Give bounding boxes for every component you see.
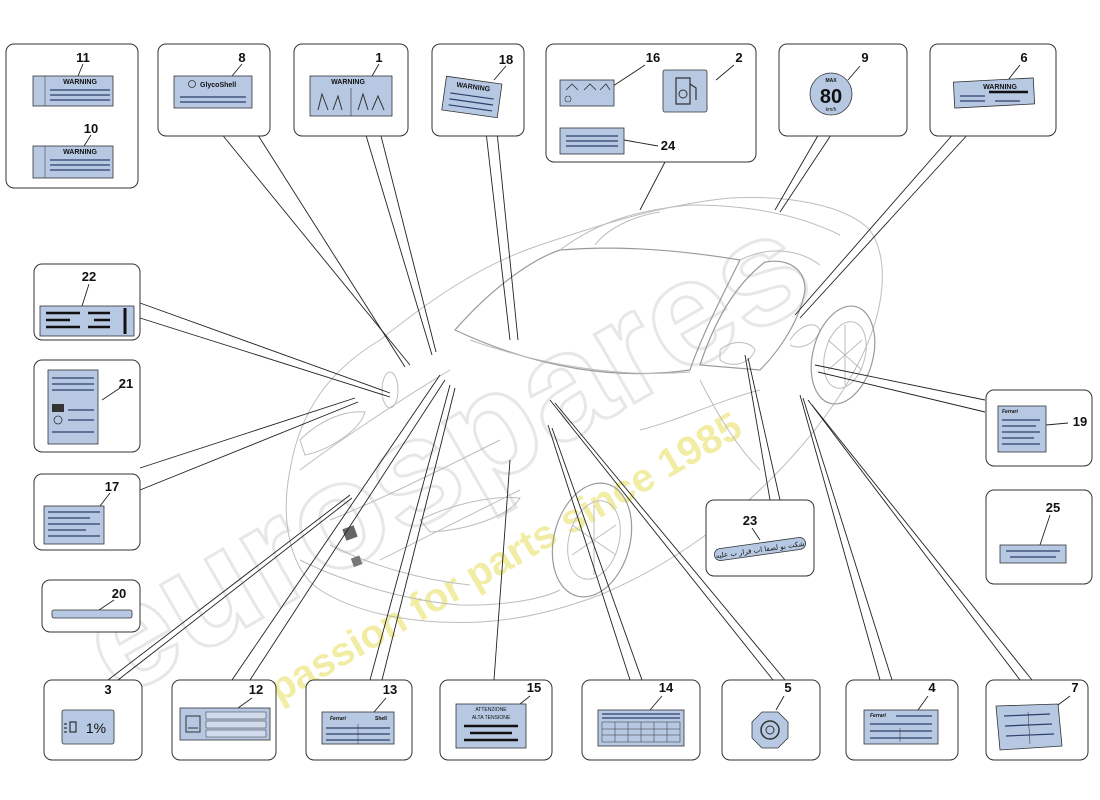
- label-18-text: WARNING: [456, 82, 491, 94]
- headlight-label: [61, 709, 115, 745]
- callout-number-19: 19: [1073, 414, 1087, 429]
- attenzione-line1: ATTENZIONE: [475, 707, 507, 713]
- label-11-text: WARNING: [63, 79, 97, 86]
- callout-number-11: 11: [76, 50, 90, 65]
- callout-number-2: 2: [735, 50, 742, 65]
- callout-box-8: 8 GlycoShell: [157, 43, 271, 137]
- warning-label-18: WARNING: [441, 75, 503, 119]
- callout-number-4: 4: [928, 680, 936, 695]
- callout-number-22: 22: [82, 269, 96, 284]
- ferrari-logo-text: Ferrari: [330, 716, 346, 722]
- callout-number-3: 3: [104, 682, 111, 697]
- watermark: eurospares a passion for parts since 198…: [51, 176, 838, 729]
- label-19-ferrari-text: Ferrari: [1002, 409, 1018, 415]
- callout-box-4: 4 Ferrari: [845, 679, 959, 761]
- callout-box-16-2-24: 16 2 24: [545, 43, 757, 163]
- callout-box-23: 23 شكت بو لصفا اب قرار ب عليه: [705, 499, 815, 577]
- callout-box-6: 6 WARNING: [929, 43, 1057, 137]
- callout-box-3: 3 1%: [43, 679, 143, 761]
- fuel-label: [662, 69, 708, 113]
- label-1-text: WARNING: [331, 79, 365, 86]
- callout-number-5: 5: [784, 680, 791, 695]
- callout-box-5: 5: [721, 679, 821, 761]
- callout-box-7: 7: [985, 679, 1089, 761]
- callout-box-1: 1 WARNING: [293, 43, 409, 137]
- callout-number-17: 17: [105, 479, 119, 494]
- headlight-percent-text: 1%: [86, 720, 106, 736]
- callout-box-25: 25: [985, 489, 1093, 585]
- callout-number-24: 24: [661, 138, 676, 153]
- callout-number-16: 16: [646, 50, 660, 65]
- callout-number-18: 18: [499, 52, 513, 67]
- speed-unit-text: km/h: [826, 107, 837, 113]
- callout-box-21: 21: [33, 359, 141, 453]
- callout-box-10-11: 11 WARNING 10 WARNING: [5, 43, 139, 189]
- callout-box-13: 13 Ferrari Shell: [305, 679, 413, 761]
- leader-lines: [107, 131, 1033, 681]
- callout-number-14: 14: [659, 680, 674, 695]
- callout-number-9: 9: [861, 50, 868, 65]
- callout-box-20: 20: [41, 579, 141, 633]
- attenzione-line2: ALTA TENSIONE: [472, 715, 511, 721]
- warning-label-10: WARNING: [32, 145, 114, 179]
- callout-number-12: 12: [249, 682, 263, 697]
- label-10-text: WARNING: [63, 149, 97, 156]
- callout-number-15: 15: [527, 680, 541, 695]
- info-label-25: [999, 544, 1067, 564]
- callout-number-7: 7: [1071, 680, 1078, 695]
- octagon-label: [751, 711, 789, 749]
- hood-badge: [342, 525, 358, 541]
- speed-value-text: 80: [820, 86, 842, 108]
- callout-number-20: 20: [112, 586, 126, 601]
- speed-limit-label: [809, 72, 853, 116]
- callout-number-13: 13: [383, 682, 397, 697]
- shell-logo-icon: [188, 80, 196, 88]
- shell-logo-text: Shell: [375, 716, 388, 722]
- callout-number-10: 10: [84, 121, 98, 136]
- nose-badge: [350, 555, 363, 568]
- callout-number-6: 6: [1020, 50, 1027, 65]
- callout-box-9: 9 MAX 80 km/h: [778, 43, 908, 137]
- callout-box-12: 12: [171, 679, 277, 761]
- vin-ferrari-text: Ferrari: [870, 713, 886, 719]
- fuel-pump-icon: [675, 77, 697, 105]
- callout-number-25: 25: [1046, 500, 1060, 515]
- callout-box-14: 14: [581, 679, 701, 761]
- headlight-icon: [64, 721, 77, 733]
- callout-box-18: 18 WARNING: [431, 43, 525, 137]
- warning-label-11: WARNING: [32, 75, 114, 107]
- callout-box-22: 22: [33, 263, 141, 341]
- callout-number-8: 8: [238, 50, 245, 65]
- callout-number-1: 1: [375, 50, 382, 65]
- callout-box-19: 19 Ferrari: [985, 389, 1093, 467]
- label-6-text: WARNING: [983, 84, 1017, 91]
- glycoshell-label: [173, 75, 253, 109]
- callout-number-21: 21: [119, 376, 133, 391]
- callout-box-17: 17: [33, 473, 141, 551]
- glycoshell-text: GlycoShell: [200, 82, 236, 89]
- coolant-icon: [185, 715, 201, 733]
- callout-box-15: 15 ATTENZIONE ALTA TENSIONE: [439, 679, 553, 761]
- strip-label-20: [51, 609, 133, 619]
- speed-max-text: MAX: [825, 78, 837, 84]
- callout-number-23: 23: [743, 513, 757, 528]
